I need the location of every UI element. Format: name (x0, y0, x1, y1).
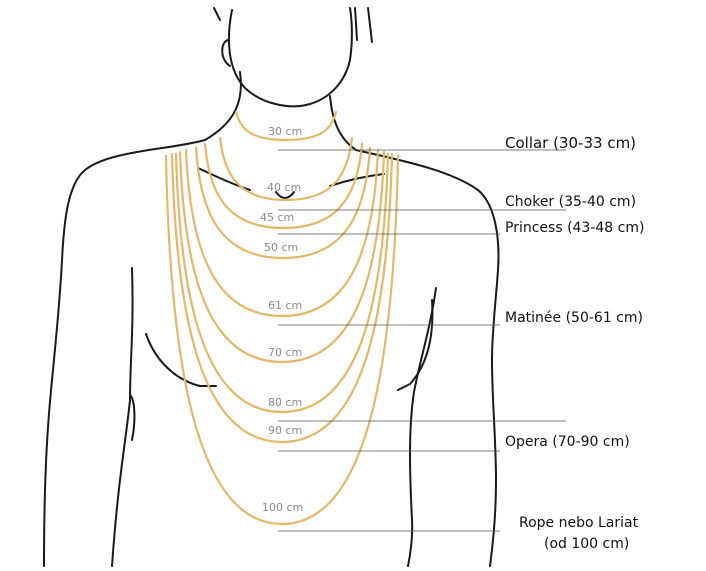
hair-right (354, 7, 358, 41)
sternum-notch (275, 191, 295, 199)
length-label-90: 90 cm (268, 424, 302, 437)
ear-left (221, 39, 231, 67)
chain-50cm (194, 146, 372, 260)
length-label-40: 40 cm (267, 181, 301, 194)
breast-left (145, 333, 217, 387)
chain-90cm (170, 152, 394, 444)
shoulder-right (355, 149, 500, 567)
style-label-collar: Collar (30-33 cm) (505, 134, 636, 152)
hair-left (213, 7, 221, 21)
length-label-30: 30 cm (268, 125, 302, 138)
chain-100cm (164, 154, 400, 526)
length-label-100: 100 cm (262, 501, 303, 514)
style-label-matinee: Matinée (50-61 cm) (505, 310, 643, 326)
style-label-rope-line1: Rope nebo Lariat (519, 515, 639, 531)
length-label-50: 50 cm (264, 241, 298, 254)
shoulder-left (43, 139, 206, 567)
arm-left-crease (129, 394, 136, 441)
collarbone-left (197, 167, 251, 191)
chain-45cm (203, 142, 364, 230)
length-labels: 30 cm 40 cm 45 cm 50 cm 61 cm 70 cm 80 c… (260, 125, 303, 514)
style-label-opera: Opera (70-90 cm) (505, 434, 630, 450)
neck-left (204, 71, 242, 141)
length-label-80: 80 cm (268, 396, 302, 409)
chain-30cm (234, 110, 338, 142)
chain-group (164, 110, 400, 526)
style-labels: Collar (30-33 cm) Choker (35-40 cm) Prin… (505, 134, 644, 552)
style-label-rope-line2: (od 100 cm) (544, 536, 629, 552)
hair-right-2 (367, 7, 373, 43)
style-label-choker: Choker (35-40 cm) (505, 194, 636, 210)
chain-70cm (178, 150, 386, 364)
body-outline (43, 7, 500, 567)
chain-80cm (174, 152, 390, 414)
length-label-70: 70 cm (268, 346, 302, 359)
length-label-61: 61 cm (268, 299, 302, 312)
chain-40cm (218, 136, 354, 202)
breast-right (397, 299, 434, 391)
arm-left-inner (111, 267, 134, 567)
chain-61cm (184, 148, 380, 318)
leader-lines (278, 149, 566, 532)
face-outline (227, 7, 353, 108)
length-label-45: 45 cm (260, 211, 294, 224)
arm-right-inner (407, 287, 437, 567)
style-label-princess: Princess (43-48 cm) (505, 220, 644, 236)
